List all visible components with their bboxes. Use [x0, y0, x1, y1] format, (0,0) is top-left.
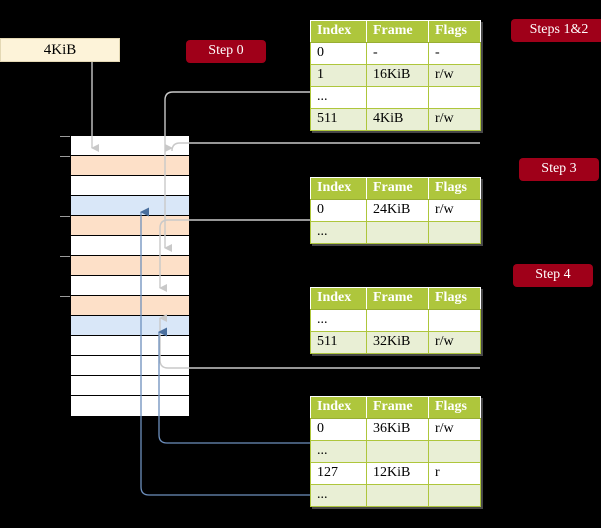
table-row: 1 16KiB r/w [310, 64, 481, 87]
table-header-row: Index Frame Flags [310, 177, 481, 200]
col-header-flags: Flags [428, 177, 481, 200]
memory-frame-tick [60, 256, 70, 257]
table-header-row: Index Frame Flags [310, 20, 481, 43]
cell-flags: r [428, 462, 481, 485]
memory-frame-row [60, 296, 189, 316]
cell-frame: 24KiB [366, 199, 429, 222]
col-header-index: Index [310, 177, 367, 200]
cell-frame [366, 309, 429, 332]
cell-frame [366, 221, 429, 244]
source-frame-box: 4KiB [0, 38, 120, 62]
memory-frame-row [71, 356, 189, 376]
col-header-frame: Frame [366, 177, 429, 200]
page-table-bottom: Index Frame Flags 0 36KiB r/w ... 127 12… [310, 396, 481, 507]
cell-frame: 4KiB [366, 108, 429, 131]
memory-frame-tick [60, 156, 70, 157]
table-header-row: Index Frame Flags [310, 396, 481, 419]
col-header-frame: Frame [366, 396, 429, 419]
memory-frame-row [71, 196, 189, 216]
page-table-steps-1-2: Index Frame Flags 0 - - 1 16KiB r/w ... [310, 20, 481, 131]
col-header-flags: Flags [428, 287, 481, 310]
badge-step-0: Step 0 [186, 40, 266, 63]
memory-frame-row [71, 276, 189, 296]
memory-frame-row [71, 236, 189, 256]
badge-step-4-label: Step 4 [535, 267, 571, 282]
badge-step-3: Step 3 [519, 158, 599, 181]
badge-step-4: Step 4 [513, 264, 593, 287]
table-row: 127 12KiB r [310, 462, 481, 485]
cell-flags: r/w [428, 108, 481, 131]
cell-frame: - [366, 42, 429, 65]
cell-index: 127 [310, 462, 367, 485]
memory-frame-row [60, 256, 189, 276]
cell-frame [366, 440, 429, 463]
cell-index: 0 [310, 199, 367, 222]
memory-frame-row [71, 316, 189, 336]
memory-frame-row [71, 176, 189, 196]
cell-flags: - [428, 42, 481, 65]
badge-step-0-label: Step 0 [208, 43, 244, 58]
memory-frame-row [60, 216, 189, 236]
page-table-step-4: Index Frame Flags ... 511 32KiB r/w [310, 287, 481, 354]
page-table-step-3: Index Frame Flags 0 24KiB r/w ... [310, 177, 481, 244]
cell-flags: r/w [428, 331, 481, 354]
cell-index: ... [310, 440, 367, 463]
table-row: 0 - - [310, 42, 481, 65]
memory-frame-tick [60, 136, 70, 137]
cell-frame [366, 484, 429, 507]
cell-frame: 16KiB [366, 64, 429, 87]
memory-frame-row [71, 336, 189, 356]
cell-frame: 36KiB [366, 418, 429, 441]
cell-flags [428, 86, 481, 109]
cell-flags [428, 309, 481, 332]
cell-flags [428, 484, 481, 507]
col-header-flags: Flags [428, 396, 481, 419]
table-row: ... [310, 86, 481, 109]
badge-steps-1-2: Steps 1&2 [511, 19, 601, 42]
memory-frame-row [60, 136, 189, 156]
table-header-row: Index Frame Flags [310, 287, 481, 310]
cell-index: 0 [310, 418, 367, 441]
col-header-frame: Frame [366, 287, 429, 310]
col-header-frame: Frame [366, 20, 429, 43]
table-row: 0 24KiB r/w [310, 199, 481, 222]
cell-index: ... [310, 86, 367, 109]
source-frame-label: 4KiB [43, 42, 77, 58]
memory-frame-tick [60, 216, 70, 217]
cell-flags: r/w [428, 199, 481, 222]
cell-frame: 12KiB [366, 462, 429, 485]
table-row: ... [310, 440, 481, 463]
cell-index: ... [310, 484, 367, 507]
cell-flags [428, 440, 481, 463]
memory-frame-row [60, 156, 189, 176]
table-row-highlighted: 511 4KiB r/w [310, 108, 481, 131]
col-header-flags: Flags [428, 20, 481, 43]
cell-index: ... [310, 221, 367, 244]
col-header-index: Index [310, 20, 367, 43]
table-row: 0 36KiB r/w [310, 418, 481, 441]
cell-frame: 32KiB [366, 331, 429, 354]
cell-flags [428, 221, 481, 244]
table-row: 511 32KiB r/w [310, 331, 481, 354]
cell-flags: r/w [428, 64, 481, 87]
memory-frame-tick [60, 296, 70, 297]
cell-flags: r/w [428, 418, 481, 441]
cell-index: 511 [310, 108, 367, 131]
cell-index: 1 [310, 64, 367, 87]
table-row: ... [310, 309, 481, 332]
cell-index: ... [310, 309, 367, 332]
physical-memory-column [60, 135, 190, 416]
badge-steps-1-2-label: Steps 1&2 [529, 22, 589, 37]
col-header-index: Index [310, 396, 367, 419]
memory-frame-row [71, 376, 189, 396]
table-row: ... [310, 221, 481, 244]
memory-frame-row [71, 396, 189, 416]
table-row: ... [310, 484, 481, 507]
cell-frame [366, 86, 429, 109]
cell-index: 511 [310, 331, 367, 354]
cell-index: 0 [310, 42, 367, 65]
badge-step-3-label: Step 3 [541, 161, 577, 176]
col-header-index: Index [310, 287, 367, 310]
